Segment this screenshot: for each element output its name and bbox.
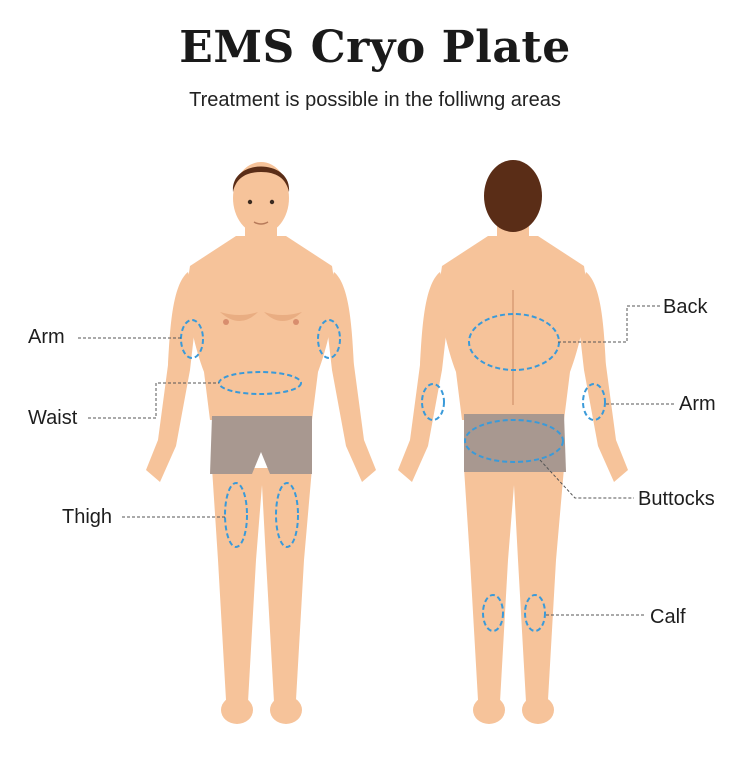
front-shorts	[210, 416, 312, 474]
back-figure: Back Arm Buttocks Calf	[398, 160, 716, 724]
back-buttocks-marker	[464, 419, 564, 463]
back-label-calf: Calf	[650, 606, 686, 628]
back-calf-left-marker	[482, 594, 504, 632]
back-label-arm: Arm	[679, 393, 716, 415]
page-title: EMS Cryo Plate	[179, 22, 571, 73]
front-nipple-left	[223, 319, 229, 325]
back-right-foot	[522, 696, 554, 724]
back-buttocks-leader	[539, 459, 634, 499]
front-eye-right	[269, 199, 275, 205]
front-arm-left-marker	[180, 319, 204, 359]
front-label-thigh: Thigh	[62, 506, 112, 528]
front-hair	[232, 166, 290, 192]
back-back-leader	[558, 305, 660, 343]
front-legs	[212, 468, 312, 702]
front-left-arm	[146, 272, 198, 482]
back-label-back: Back	[663, 296, 708, 318]
front-figure: Arm Waist Thigh	[28, 162, 376, 724]
front-left-foot	[221, 696, 253, 724]
back-left-foot	[473, 696, 505, 724]
back-calf-right-marker	[524, 594, 546, 632]
back-arm-right-marker	[582, 383, 606, 421]
front-label-waist: Waist	[28, 407, 78, 429]
front-right-foot	[270, 696, 302, 724]
front-mouth	[253, 221, 269, 225]
front-torso	[187, 236, 335, 420]
front-label-arm: Arm	[28, 326, 65, 348]
front-pec-left	[220, 312, 258, 321]
back-right-arm	[576, 272, 628, 482]
back-label-buttocks: Buttocks	[638, 488, 715, 510]
back-shorts	[464, 414, 566, 472]
front-thigh-left-marker	[224, 482, 248, 548]
back-legs	[464, 468, 564, 702]
front-nipple-right	[293, 319, 299, 325]
front-pec-right	[264, 312, 302, 321]
front-thigh-right-marker	[275, 482, 299, 548]
front-arm-right-marker	[317, 319, 341, 359]
front-head	[233, 162, 289, 234]
front-eye-left	[247, 199, 253, 205]
back-head-hair	[484, 160, 542, 232]
back-arm-left-marker	[421, 383, 445, 421]
front-waist-leader	[88, 382, 219, 419]
page-subtitle: Treatment is possible in the folliwng ar…	[189, 89, 561, 111]
back-left-arm	[398, 272, 450, 482]
